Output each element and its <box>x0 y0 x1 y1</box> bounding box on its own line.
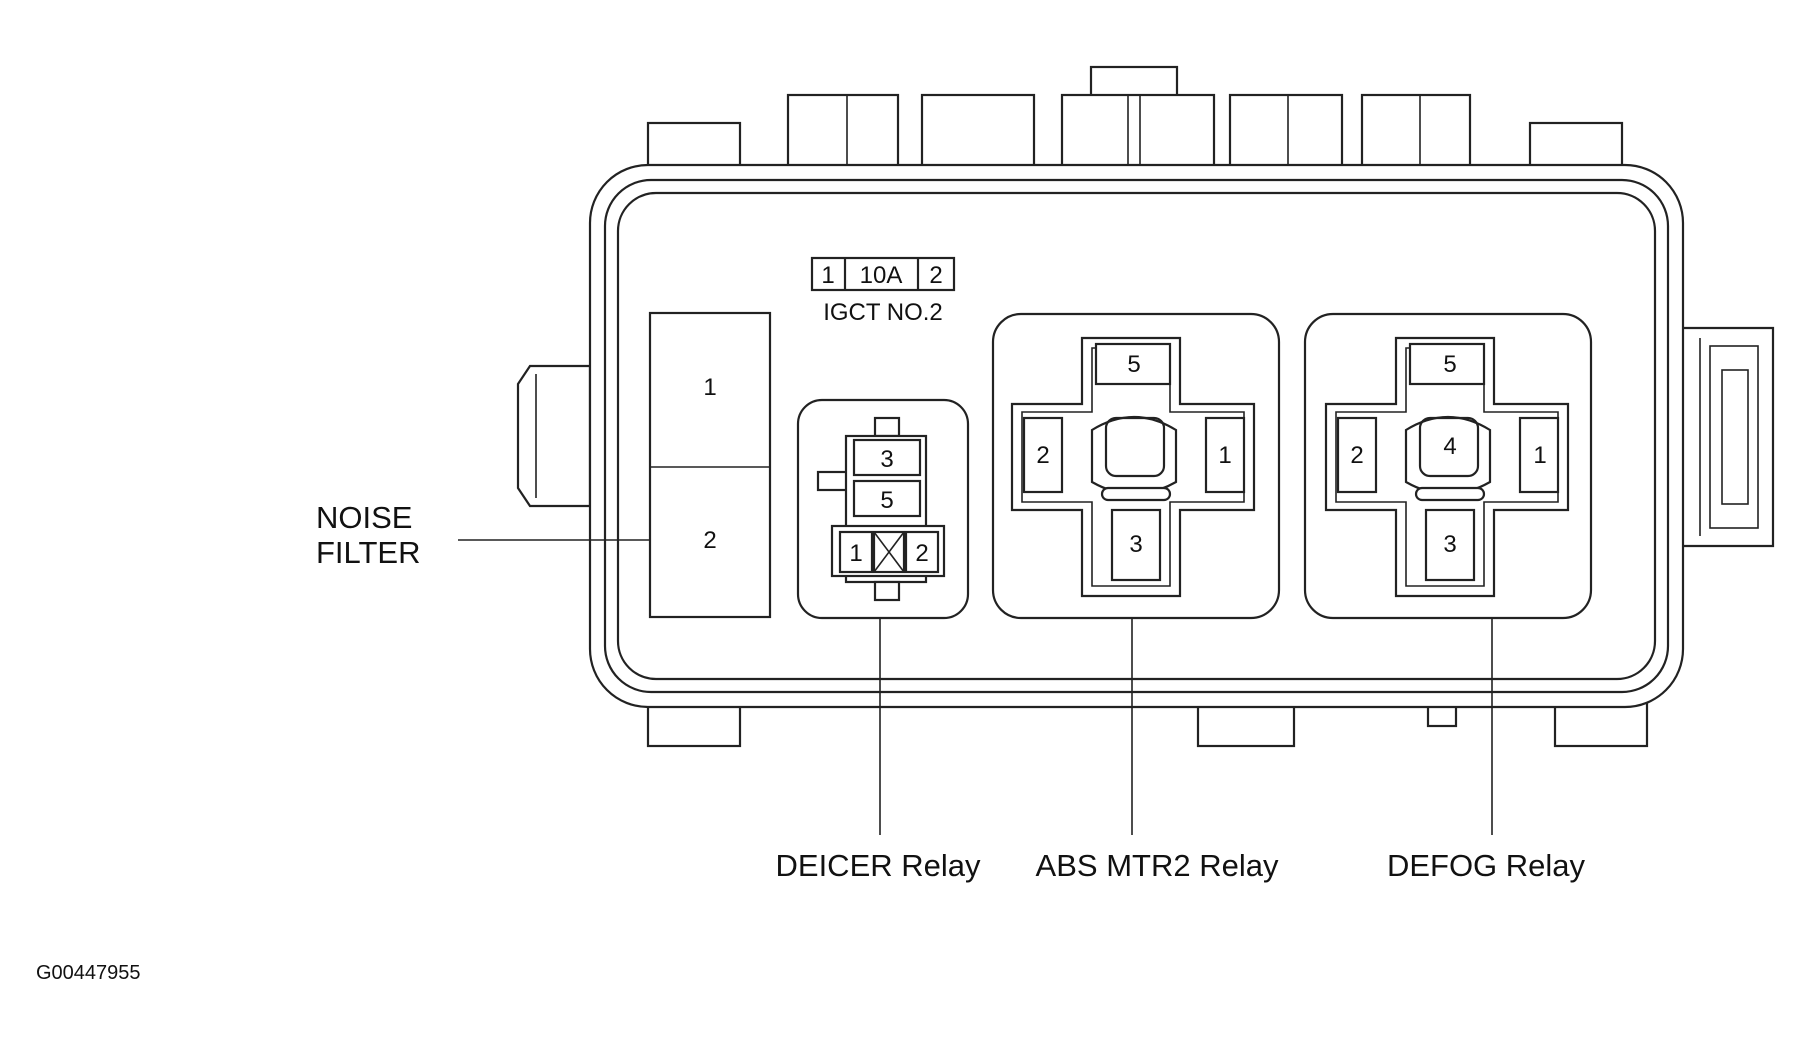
housing-side-latches <box>516 326 1775 548</box>
noise-filter: 1 2 NOISE FILTER <box>316 311 772 619</box>
deicer-pin-1: 1 <box>849 540 862 567</box>
fuse-rating: 10A <box>860 262 903 289</box>
defog-pin-3: 3 <box>1443 531 1456 558</box>
figure-id: G00447955 <box>36 962 141 984</box>
fuse-pin-right: 2 <box>929 262 942 289</box>
abs-mtr2-relay: 5 2 1 3 ABS MTR2 Relay <box>991 312 1281 883</box>
abs-pin-2: 2 <box>1036 442 1049 469</box>
deicer-pin-3: 3 <box>880 446 893 473</box>
defog-relay: 5 4 2 1 3 DEFOG Relay <box>1303 312 1593 883</box>
noise-filter-label-line1: NOISE <box>316 500 412 535</box>
noise-filter-terminal-2: 2 <box>703 527 716 554</box>
defog-relay-label: DEFOG Relay <box>1387 848 1586 883</box>
defog-pin-4: 4 <box>1443 433 1456 460</box>
defog-pin-1: 1 <box>1533 442 1546 469</box>
defog-pin-5: 5 <box>1443 351 1456 378</box>
fuse-name: IGCT NO.2 <box>823 299 943 326</box>
noise-filter-label-line2: FILTER <box>316 535 421 570</box>
defog-pin-2: 2 <box>1350 442 1363 469</box>
abs-pin-3: 3 <box>1129 531 1142 558</box>
deicer-pin-5: 5 <box>880 487 893 514</box>
deicer-relay-label: DEICER Relay <box>776 848 981 883</box>
housing-top-tabs <box>646 65 1624 192</box>
noise-filter-terminal-1: 1 <box>703 374 716 401</box>
abs-pin-1: 1 <box>1218 442 1231 469</box>
abs-pin-5: 5 <box>1127 351 1140 378</box>
fuse-pin-left: 1 <box>821 262 834 289</box>
deicer-relay: 3 5 1 2 DEICER Relay <box>776 398 981 883</box>
fuse-igct-no2: 1 10A 2 IGCT NO.2 <box>810 256 956 326</box>
abs-mtr2-relay-label: ABS MTR2 Relay <box>1036 848 1279 883</box>
deicer-pin-2: 2 <box>915 540 928 567</box>
